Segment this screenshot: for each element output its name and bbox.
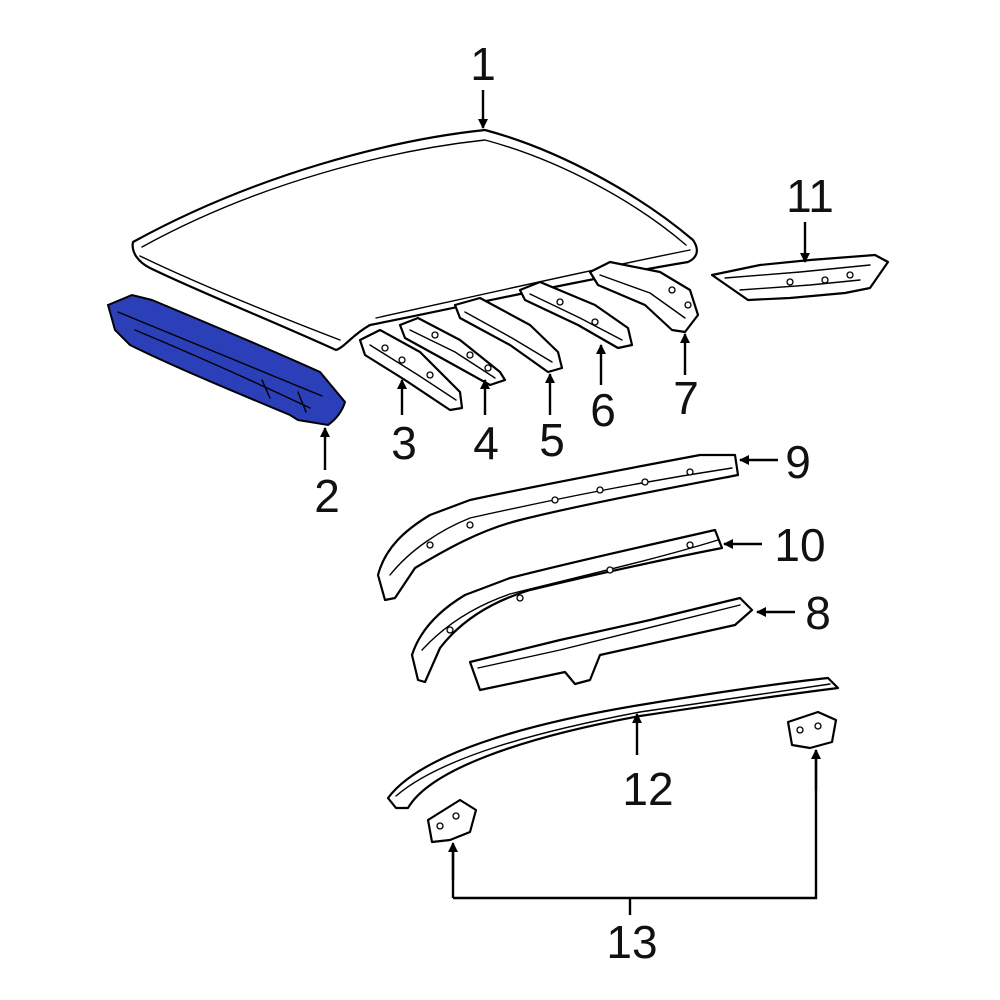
callout-4: 4 [473,417,499,469]
side-rail-trim-8[interactable] [468,596,754,692]
leader-lines [320,90,821,915]
roof-bow-4[interactable] [398,316,507,387]
roof-side-rail-10[interactable] [410,528,724,684]
bracket-13-left[interactable] [426,798,478,844]
callout-3: 3 [391,417,417,469]
roof-bow-3[interactable] [358,328,464,412]
leader-13-b [453,752,818,900]
roof-bow-5[interactable] [453,296,564,374]
callout-1: 1 [470,38,496,90]
roof-bow-6[interactable] [518,280,634,350]
callout-8: 8 [805,587,831,639]
front-header-panel[interactable] [106,293,347,427]
callout-12: 12 [622,763,673,815]
callout-6: 6 [590,384,616,436]
callout-5: 5 [539,414,565,466]
callout-11: 11 [786,170,834,222]
roof-side-rail-9[interactable] [376,453,740,602]
roof-bow-7[interactable] [588,260,700,334]
callout-7: 7 [673,372,699,424]
callout-13: 13 [606,916,657,968]
callout-labels: 1 2 3 4 5 6 7 8 9 10 11 12 13 [314,38,834,968]
callout-10: 10 [774,519,825,571]
bracket-13-right[interactable] [786,710,838,750]
callout-2: 2 [314,470,340,522]
front-header-shape [106,293,347,427]
callout-9: 9 [785,436,811,488]
drip-molding-12[interactable] [386,676,840,810]
rear-reinforcement[interactable] [710,253,890,302]
